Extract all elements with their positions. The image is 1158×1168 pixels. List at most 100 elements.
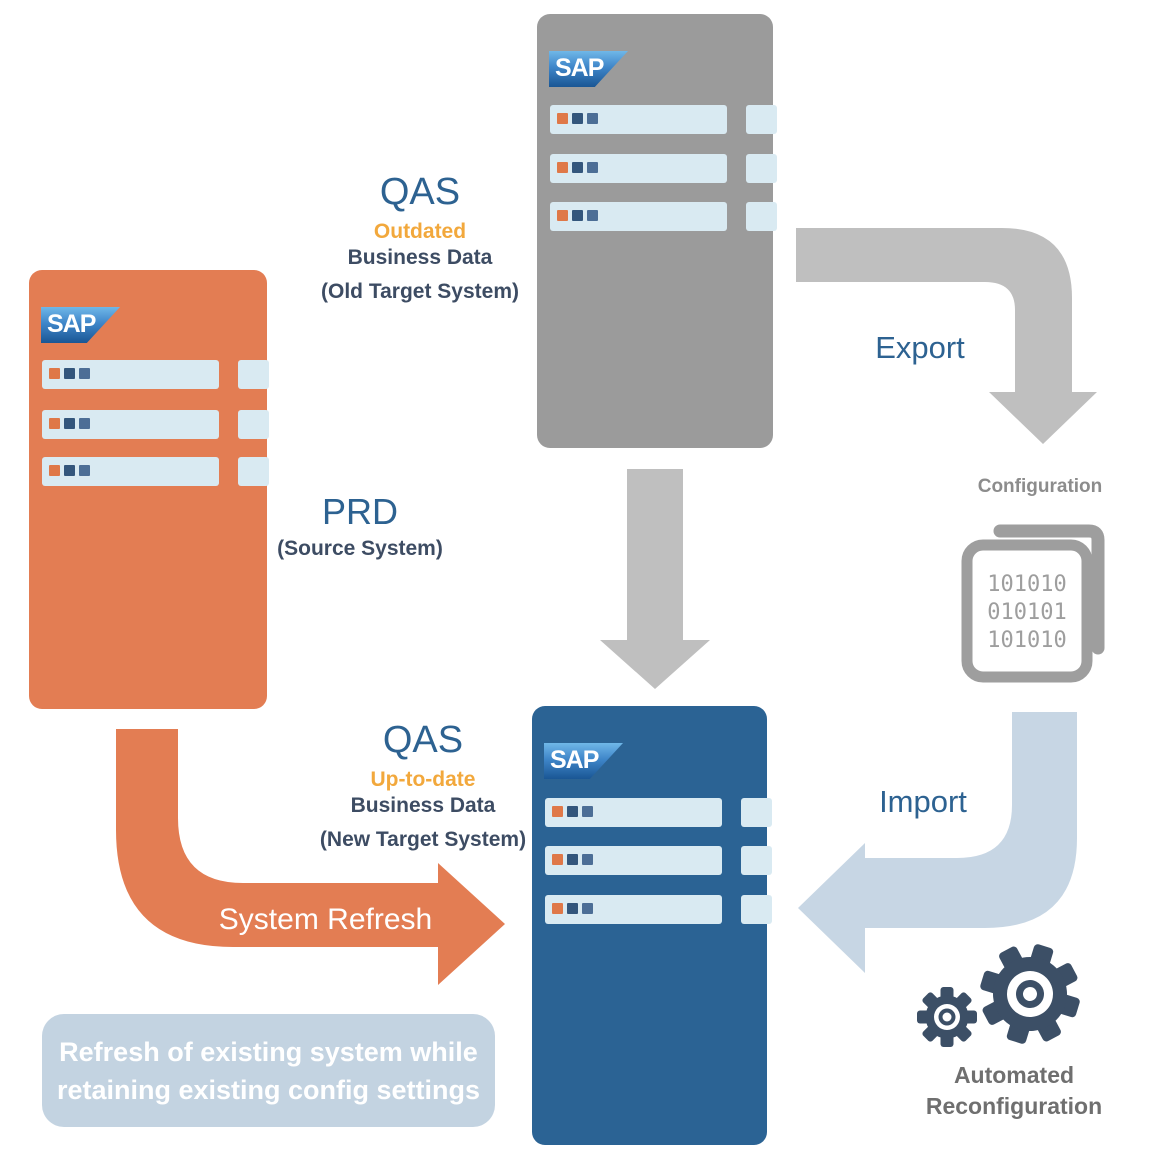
server-row	[42, 410, 269, 439]
big-gear-icon	[980, 944, 1080, 1044]
sap-logo-text: SAP	[550, 746, 599, 774]
status-dot-orange	[49, 418, 60, 429]
server-box-prd: SAP	[29, 270, 269, 709]
server-row-bar	[545, 798, 722, 827]
note-line2: retaining existing config settings	[56, 1074, 481, 1105]
server-box-qas-new: SAP	[532, 706, 772, 1145]
status-dot-navy	[572, 162, 583, 173]
export-arrow	[796, 228, 1097, 444]
status-dot-steel	[79, 465, 90, 476]
note-line1: Refresh of existing system while	[59, 1036, 478, 1067]
qas-new-data-label: Business Data	[350, 794, 496, 817]
server-row-side-block	[741, 846, 772, 875]
qas-old-status: Outdated	[373, 220, 467, 243]
server-row-side-block	[746, 202, 777, 231]
binary-line: 101010	[987, 628, 1066, 653]
sap-logo-text: SAP	[555, 54, 604, 82]
server-row-bar	[545, 846, 722, 875]
system-refresh-arrow	[116, 729, 505, 985]
prd-system-label: (Source System)	[277, 537, 443, 560]
server-row-bar	[550, 202, 727, 231]
system-refresh-label: System Refresh	[218, 903, 433, 936]
server-row-bar	[550, 154, 727, 183]
status-dot-orange	[552, 903, 563, 914]
sap-logo-text: SAP	[47, 310, 96, 338]
status-dot-steel	[587, 210, 598, 221]
server-row	[550, 154, 777, 183]
server-row-bar	[42, 360, 219, 389]
server-row-side-block	[238, 410, 269, 439]
prd-title: PRD	[321, 491, 398, 532]
status-dot-navy	[64, 368, 75, 379]
status-dot-navy	[567, 806, 578, 817]
status-dot-steel	[582, 854, 593, 865]
server-row	[545, 895, 772, 924]
qas-old-system-label: (Old Target System)	[321, 280, 519, 303]
server-row-side-block	[238, 457, 269, 486]
status-dot-orange	[557, 210, 568, 221]
export-label: Export	[875, 330, 965, 365]
label-qas-old: QAS Outdated Business Data (Old Target S…	[290, 170, 550, 305]
qas-old-title: QAS	[379, 171, 461, 213]
status-dot-orange	[557, 162, 568, 173]
status-dot-steel	[79, 368, 90, 379]
sap-logo: SAP	[544, 743, 623, 779]
note-box: Refresh of existing system while retaini…	[42, 1014, 495, 1127]
config-back-page	[993, 524, 1105, 655]
import-label: Import	[879, 784, 967, 819]
server-row-bar	[42, 457, 219, 486]
binary-line: 101010	[987, 572, 1066, 597]
server-row-side-block	[741, 798, 772, 827]
status-dot-navy	[572, 113, 583, 124]
qas-new-system-label: (New Target System)	[319, 828, 527, 851]
status-dot-navy	[64, 465, 75, 476]
status-dot-steel	[587, 162, 598, 173]
qas-new-status: Up-to-date	[370, 768, 476, 791]
configuration-label: Configuration	[977, 476, 1103, 497]
small-gear-icon	[917, 987, 977, 1047]
status-dot-navy	[567, 854, 578, 865]
qas-new-title: QAS	[382, 719, 464, 761]
server-row	[550, 202, 777, 231]
server-row-side-block	[741, 895, 772, 924]
automated-line2: Reconfiguration	[925, 1093, 1103, 1119]
sap-logo: SAP	[41, 307, 120, 343]
status-dot-orange	[49, 465, 60, 476]
status-dot-orange	[49, 368, 60, 379]
status-dot-navy	[567, 903, 578, 914]
status-dot-steel	[582, 806, 593, 817]
import-arrow	[798, 712, 1077, 973]
server-row	[550, 105, 777, 134]
status-dot-orange	[557, 113, 568, 124]
config-front-page	[961, 539, 1093, 683]
status-dot-navy	[64, 418, 75, 429]
server-row-side-block	[238, 360, 269, 389]
binary-line: 010101	[987, 600, 1066, 625]
status-dot-navy	[572, 210, 583, 221]
label-qas-new: QAS Up-to-date Business Data (New Target…	[293, 718, 553, 853]
status-dot-steel	[587, 113, 598, 124]
label-prd: PRD (Source System)	[255, 490, 465, 562]
config-document-icon: 101010 010101 101010	[961, 524, 1105, 683]
server-row-side-block	[746, 154, 777, 183]
automated-line1: Automated	[953, 1062, 1075, 1088]
status-dot-steel	[79, 418, 90, 429]
server-row-bar	[550, 105, 727, 134]
down-arrow	[600, 469, 710, 689]
server-box-qas-old: SAP	[537, 14, 777, 448]
automated-reconfiguration-label: Automated Reconfiguration	[894, 1060, 1134, 1122]
qas-old-data-label: Business Data	[347, 246, 493, 269]
server-row	[545, 798, 772, 827]
status-dot-orange	[552, 806, 563, 817]
server-row	[545, 846, 772, 875]
server-row	[42, 457, 269, 486]
gears-icon	[917, 944, 1080, 1047]
status-dot-orange	[552, 854, 563, 865]
server-row-side-block	[746, 105, 777, 134]
server-row	[42, 360, 269, 389]
status-dot-steel	[582, 903, 593, 914]
server-row-bar	[42, 410, 219, 439]
sap-logo: SAP	[549, 51, 628, 87]
